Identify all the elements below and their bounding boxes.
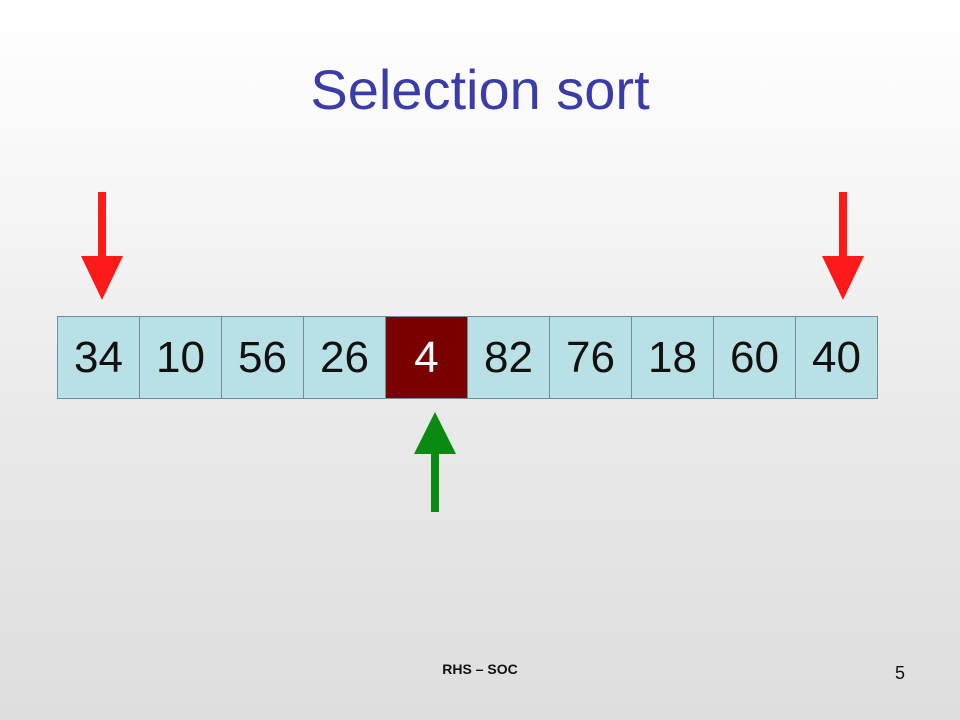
right-red-arrow-icon — [822, 192, 864, 300]
array-cell: 40 — [795, 316, 878, 399]
array-cell: 18 — [631, 316, 714, 399]
array-cell: 56 — [221, 316, 304, 399]
page-number: 5 — [894, 663, 905, 683]
left-red-arrow-icon — [81, 192, 123, 300]
green-arrow-icon — [414, 412, 456, 512]
array-row: 34 10 56 26 4 82 76 18 60 40 — [57, 316, 889, 399]
array-cell: 10 — [139, 316, 222, 399]
slide-title: Selection sort — [310, 58, 650, 121]
array-cell: 76 — [549, 316, 632, 399]
array-cell: 60 — [713, 316, 796, 399]
array-cell: 26 — [303, 316, 386, 399]
slide-footer: RHS – SOC — [442, 661, 518, 677]
array-cell: 34 — [57, 316, 140, 399]
array-cell: 82 — [467, 316, 550, 399]
array-cell-highlighted: 4 — [385, 316, 468, 399]
